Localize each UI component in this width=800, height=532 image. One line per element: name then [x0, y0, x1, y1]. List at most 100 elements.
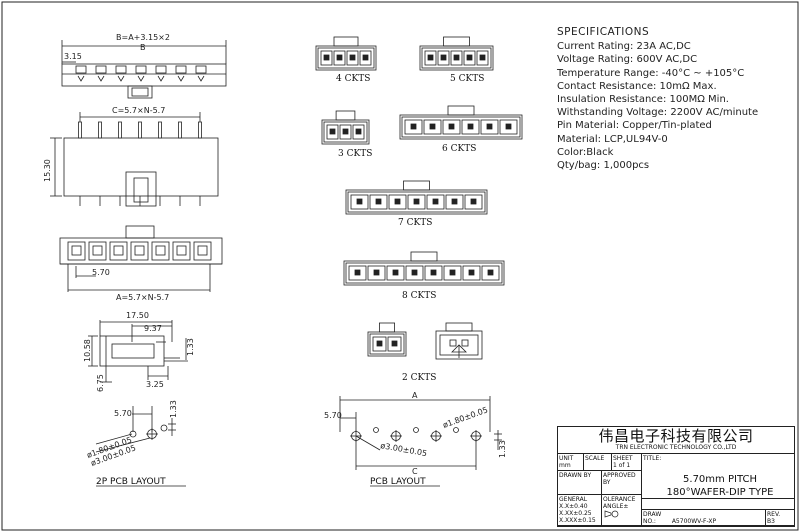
housing-inner [345, 262, 503, 284]
terminal [448, 123, 455, 130]
cavity [88, 241, 107, 261]
variant-3-ckts-drawing [321, 110, 370, 145]
cavity [320, 50, 333, 66]
terminal [392, 269, 399, 276]
terminal [410, 123, 417, 130]
terminal [71, 245, 82, 256]
pin-top [178, 121, 182, 139]
variant-2-ckts-drawing [367, 322, 407, 357]
pin-top [198, 121, 202, 139]
cavity [352, 124, 365, 140]
cavity [426, 194, 445, 210]
variant-8-ckts-drawing [343, 251, 505, 286]
top-view-upper [61, 40, 227, 99]
housing [367, 331, 407, 357]
spec-line-voltage: Voltage Rating: 600V AC,DC [557, 54, 698, 66]
terminal [411, 269, 418, 276]
top-view-lower-cavities [67, 241, 212, 261]
tolerance-xxx: X.XXX±0.15 [559, 517, 596, 524]
pin-mark [117, 75, 125, 82]
pin-mark [197, 75, 205, 82]
dim-3-25: 3.25 [146, 380, 164, 389]
sheet-value: 1 of 1 [613, 462, 631, 469]
unit-cell: UNIT mm [558, 453, 584, 471]
terminal [134, 245, 145, 256]
terminal [342, 128, 349, 135]
terminal [375, 198, 382, 205]
tolerance-cell: OLERANCE ANGLE± [602, 495, 642, 526]
pcb2p-dim-5-70: 5.70 [114, 409, 132, 418]
variant-3-ckts-label: 3 CKTS [338, 149, 372, 159]
terminal [470, 198, 477, 205]
spec-line-temperature: Temperature Range: -40°C ~ +105°C [557, 67, 745, 79]
dim-5-70: 5.70 [92, 268, 110, 277]
drawn-by-label: DRAWN BY [559, 472, 592, 479]
pin-top [138, 121, 142, 139]
title-block: 伟昌电子科技有限公司 TRN ELECTRONIC TECHNOLOGY CO.… [557, 426, 795, 527]
cavity [424, 265, 443, 281]
pcb-dim-hole-large: ø3.00±0.05 [380, 441, 428, 458]
terminal [356, 198, 363, 205]
terminal [413, 198, 420, 205]
housing [315, 45, 377, 71]
pin-top [98, 121, 102, 139]
housing [345, 189, 488, 215]
terminal [427, 54, 434, 61]
pin-mark [97, 75, 105, 82]
cavity [386, 265, 405, 281]
spec-line-insulation-resistance: Insulation Resistance: 100MΩ Min. [557, 94, 729, 106]
pin-slot [75, 65, 87, 74]
cavity [464, 194, 483, 210]
cavity [481, 265, 500, 281]
sheet-cell: SHEET 1 of 1 [612, 453, 642, 471]
cavity [346, 50, 359, 66]
cavity [372, 336, 387, 352]
dim-9-37: 9.37 [144, 324, 162, 333]
terminal [355, 128, 362, 135]
dim-6-75: 6.75 [96, 374, 105, 392]
pcb-hole-small [373, 427, 379, 433]
terminal [155, 245, 166, 256]
dim-17-50: 17.50 [126, 311, 149, 320]
pin-slot [155, 65, 167, 74]
pcb-label: PCB LAYOUT [370, 477, 426, 487]
scale-cell: SCALE [584, 453, 612, 471]
pcb-dim-hole-small: ø1.80±0.05 [442, 405, 489, 430]
cavity [193, 241, 212, 261]
variant-2-ckts-bottom-view [435, 322, 483, 360]
terminal [323, 54, 330, 61]
terminal [479, 54, 486, 61]
housing-inner [369, 333, 405, 355]
pcb-dim-a: A [412, 391, 418, 400]
rev-label: REV. [767, 511, 781, 518]
housing-inner [401, 116, 521, 138]
spec-line-color: Color:Black [557, 146, 614, 158]
terminal [451, 198, 458, 205]
dim-10-58: 10.58 [83, 339, 92, 362]
cavity [450, 50, 463, 66]
cavity [476, 50, 489, 66]
dim-c-formula: C=5.7×N-5.7 [112, 106, 165, 115]
angle-label: ANGLE± [603, 503, 629, 510]
terminal [394, 198, 401, 205]
terminal [466, 54, 473, 61]
unit-value: mm [559, 462, 571, 469]
terminal [468, 269, 475, 276]
terminal [467, 123, 474, 130]
cavity [387, 336, 402, 352]
spec-line-withstanding-voltage: Withstanding Voltage: 2200V AC/minute [557, 107, 759, 119]
pin-top [118, 121, 122, 139]
terminal [432, 198, 439, 205]
terminal [430, 269, 437, 276]
pcb2p-label: 2P PCB LAYOUT [96, 477, 166, 487]
title-cell: TITLE: [642, 453, 794, 499]
general-tolerance-cell: GENERAL X.X±0.40 X.XX±0.25 X.XXX±0.15 [558, 495, 602, 526]
terminal [176, 245, 187, 256]
cavity [461, 119, 480, 135]
pcb-hole-small [453, 427, 459, 433]
cavity [480, 119, 499, 135]
cavity [424, 50, 437, 66]
side-view [88, 320, 188, 383]
spec-line-pin-material: Pin Material: Copper/Tin-plated [557, 120, 712, 132]
